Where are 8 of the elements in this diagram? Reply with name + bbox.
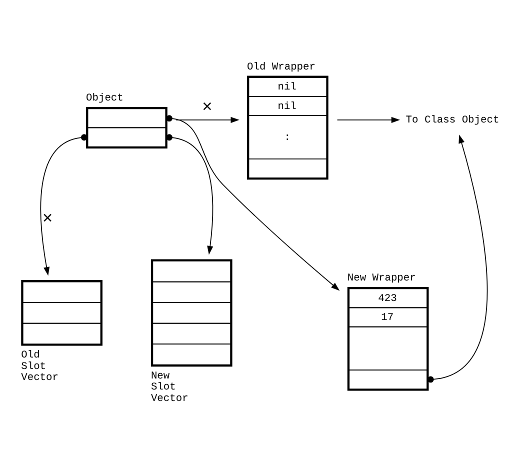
node-label: New Wrapper	[346, 272, 416, 285]
node-label: Object	[86, 92, 123, 105]
node-text: To Class Object	[405, 114, 499, 127]
node-label: Old Slot Vector	[20, 350, 58, 384]
edge-label: ×	[42, 210, 52, 230]
node-label: New Slot Vector	[150, 370, 188, 405]
edge-label: ×	[202, 99, 212, 118]
node-label: Old Wrapper	[246, 61, 316, 74]
